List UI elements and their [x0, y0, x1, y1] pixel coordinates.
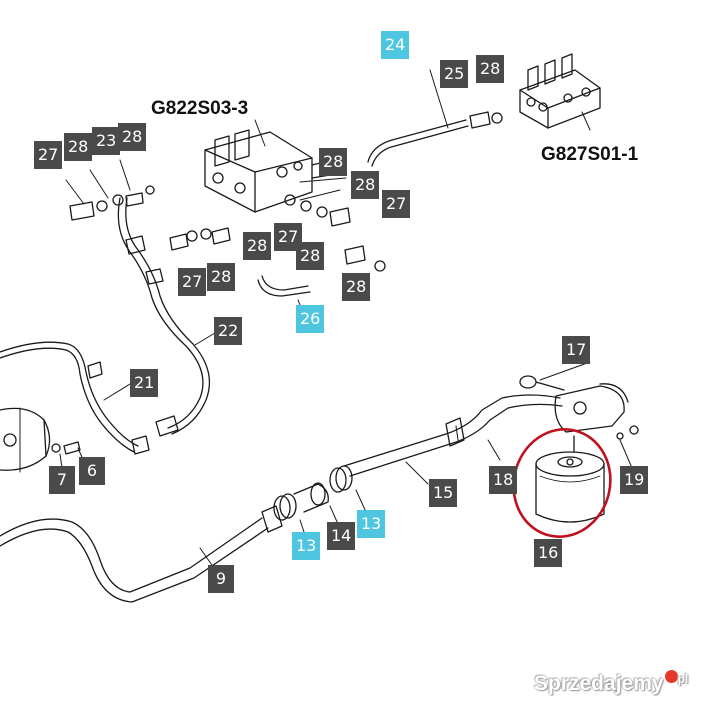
callout-17: 17	[562, 336, 591, 364]
watermark-text: Sprzedajemy	[534, 672, 664, 695]
callout-28: 28	[476, 55, 505, 83]
callout-28: 28	[64, 133, 93, 161]
pipe-15	[343, 394, 563, 485]
callout-16: 16	[534, 539, 563, 567]
fittings-left	[65, 159, 155, 221]
callout-28: 28	[342, 273, 371, 301]
callout-15: 15	[429, 479, 458, 507]
callout-27: 27	[178, 268, 207, 296]
callout-26: 26	[296, 305, 325, 333]
hose-22	[117, 197, 216, 437]
pump-body	[0, 407, 51, 473]
assembly-code-g822s03: G822S03-3	[151, 98, 249, 119]
callout-28: 28	[207, 263, 236, 291]
watermark: Sprzedajemy pl	[534, 670, 689, 696]
callout-13: 13	[292, 532, 321, 560]
callout-25: 25	[440, 60, 469, 88]
watermark-suffix: pl	[677, 672, 689, 686]
callout-28: 28	[351, 171, 380, 199]
hose-9	[0, 505, 283, 603]
callout-27: 27	[274, 223, 303, 251]
assembly-code-g827s01: G827S01-1	[541, 144, 639, 165]
callout-23: 23	[92, 127, 121, 155]
callout-13: 13	[357, 510, 386, 538]
callout-27: 27	[34, 141, 63, 169]
filter-canister	[535, 435, 605, 523]
callout-27: 27	[382, 190, 411, 218]
callout-19: 19	[620, 466, 649, 494]
callout-28: 28	[118, 123, 147, 151]
callout-28: 28	[296, 242, 325, 270]
callout-21: 21	[130, 369, 159, 397]
pipe-21	[0, 341, 150, 455]
callout-7: 7	[49, 466, 75, 494]
valve-block-g827s01	[519, 53, 601, 131]
fittings-right	[169, 177, 386, 272]
bolts-7-6	[51, 441, 85, 469]
couplers-13-14	[273, 465, 367, 539]
pipe-24	[367, 69, 503, 167]
filter-head	[519, 361, 639, 469]
watermark-dot-icon	[664, 670, 678, 683]
callout-6: 6	[79, 457, 105, 485]
callout-28: 28	[319, 148, 348, 176]
callout-22: 22	[214, 317, 243, 345]
callout-28: 28	[243, 232, 272, 260]
callout-24: 24	[381, 31, 410, 59]
callout-9: 9	[208, 565, 234, 593]
valve-block-g822s03	[204, 119, 337, 213]
callout-14: 14	[327, 522, 356, 550]
callout-18: 18	[489, 466, 518, 494]
